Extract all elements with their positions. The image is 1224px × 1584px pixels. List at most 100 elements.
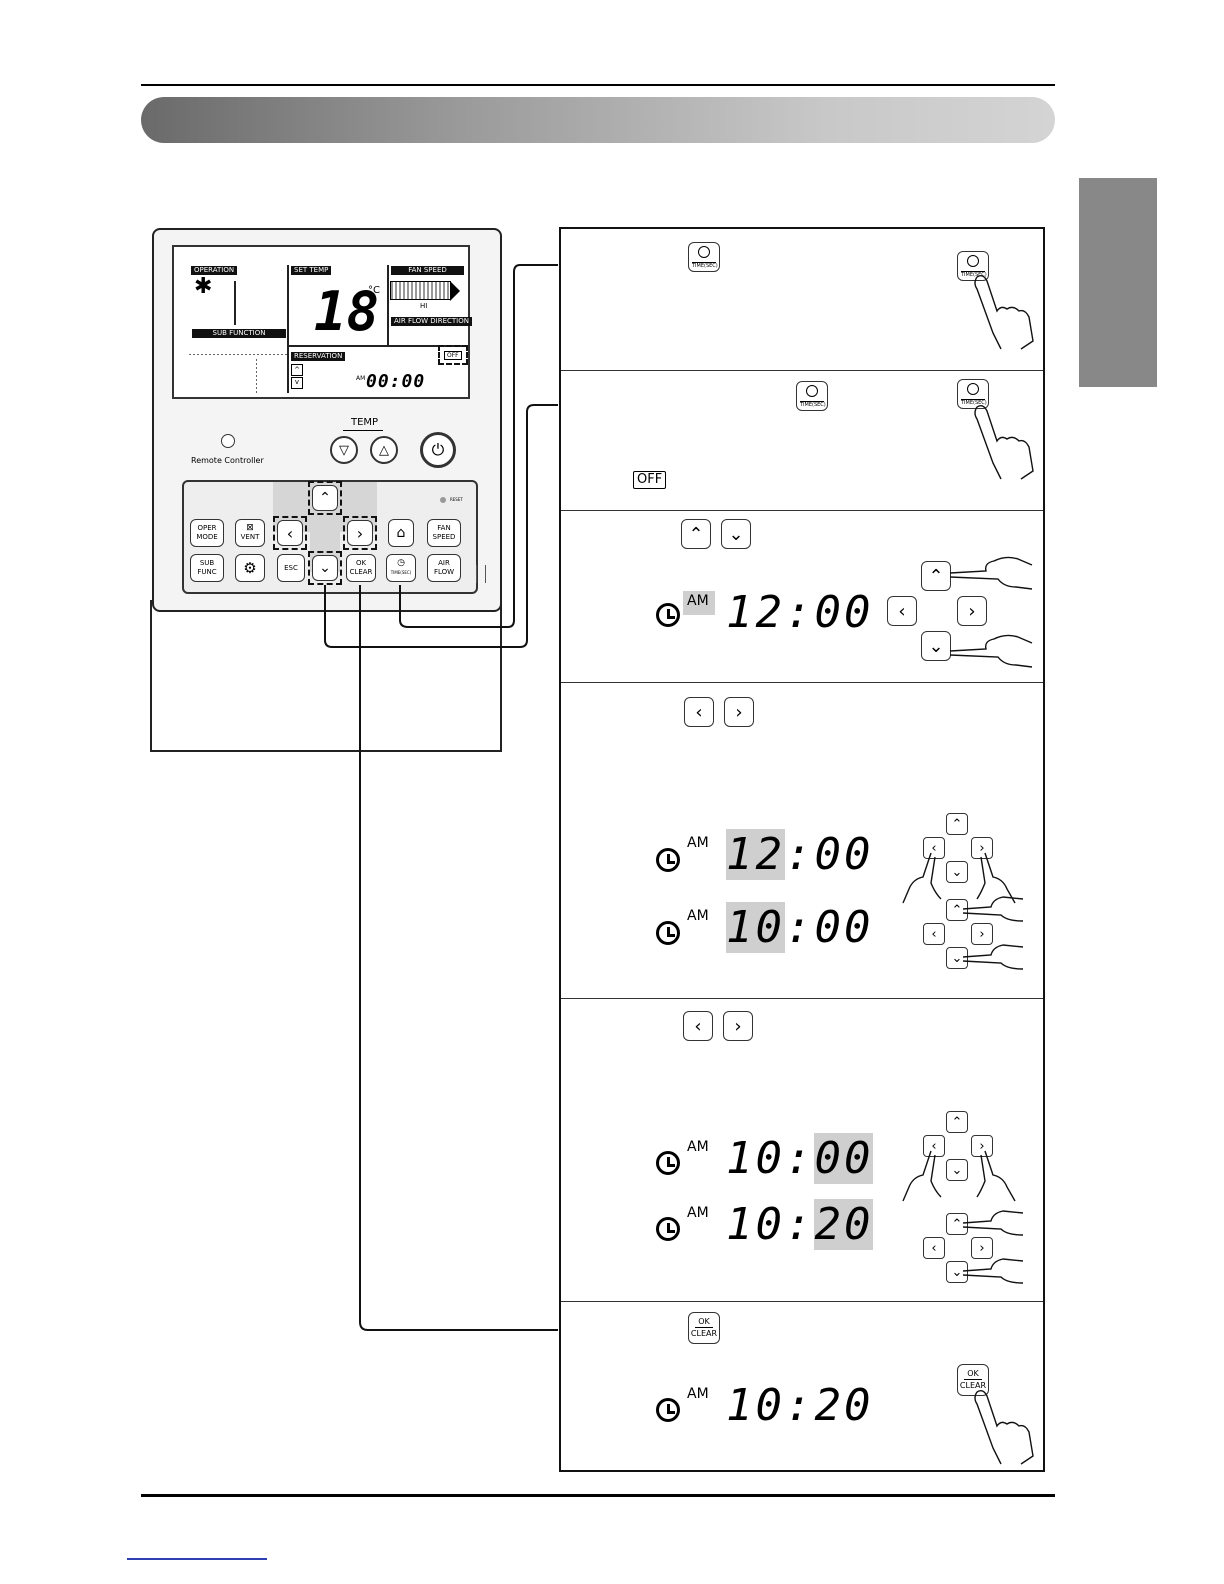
section-banner (141, 97, 1055, 143)
power-button[interactable]: ⏻ (420, 432, 456, 468)
left-arrow-icon: ‹ (931, 1138, 937, 1154)
down-arrow-icon: ⌄ (951, 1264, 963, 1280)
down-key-pressed: ⌄ (946, 1261, 968, 1283)
power-icon: ⏻ (431, 440, 445, 459)
clock-icon (656, 921, 680, 945)
up-key[interactable]: ⌃ (312, 485, 338, 511)
temp-label: TEMP (351, 417, 379, 428)
hour-highlight: 10 (726, 902, 785, 953)
fan-level: HI (420, 302, 428, 310)
left-arrow-icon: ‹ (694, 1015, 702, 1037)
off-indicator: OFF (633, 471, 667, 489)
am-indicator: AM (683, 591, 715, 615)
left-key-inline: ‹ (683, 1011, 713, 1041)
up-arrow-icon: ⌃ (951, 816, 963, 832)
down-arrow-icon: ⌄ (928, 635, 944, 657)
time-display-minute-set: 10:20 (726, 1199, 874, 1250)
time-display-hour-set: 10:00 (726, 902, 874, 953)
clock-icon (967, 383, 979, 395)
reservation-down-icon: v (291, 377, 303, 389)
top-rule (141, 84, 1055, 86)
up-arrow-icon: ⌃ (688, 523, 704, 545)
down-key-pressed: ⌄ (921, 631, 951, 661)
lcd-time: 00:00 (366, 371, 426, 392)
down-arrow-icon: ⌄ (319, 559, 331, 576)
remote-controller-label: Remote Controller (191, 456, 264, 465)
up-arrow-icon: ⌃ (951, 902, 963, 918)
remote-sensor-icon (221, 434, 235, 448)
left-key: ‹ (923, 1237, 945, 1259)
am-indicator: AM (687, 1139, 709, 1155)
fan-speed-key[interactable]: FAN SPEED (427, 519, 461, 547)
right-arrow-icon: › (979, 1240, 985, 1256)
down-arrow-icon: ⌄ (951, 1162, 963, 1178)
time-display-hour-select: 12:00 (726, 829, 874, 880)
down-key[interactable]: ⌄ (312, 555, 338, 581)
hand-press-icon (974, 1389, 1034, 1465)
right-arrow-icon: › (356, 523, 364, 543)
down-key: ⌄ (946, 861, 968, 883)
left-key: ‹ (887, 596, 917, 626)
time-display: 12:00 (726, 587, 874, 638)
temp-unit: °C (368, 285, 380, 296)
minute-highlight: 20 (814, 1199, 874, 1250)
temp-up-button[interactable]: △ (370, 436, 398, 464)
down-arrow-icon: ⌄ (951, 950, 963, 966)
side-tab-marker (1079, 178, 1157, 387)
right-key-pressed: › (971, 1135, 993, 1157)
left-arrow-icon: ‹ (931, 926, 937, 942)
up-key: ⌃ (946, 813, 968, 835)
right-key: › (957, 596, 987, 626)
oper-mode-key[interactable]: OPER MODE (190, 519, 224, 547)
hand-press-icon (902, 852, 942, 904)
am-indicator: AM (687, 908, 709, 924)
clock-icon (967, 255, 979, 267)
sub-func-key[interactable]: SUB FUNC (190, 554, 224, 582)
vent-key[interactable]: ⊠VENT (235, 519, 265, 547)
right-key-inline: › (723, 1011, 753, 1041)
off-indicator: OFF (444, 351, 462, 360)
step-3: ⌃ ⌄ AM 12:00 ⌃ ‹ › ⌄ (561, 511, 1043, 683)
temp-down-button[interactable]: ▽ (330, 436, 358, 464)
step-4: ‹ › AM 12:00 AM 10:00 ⌃ ‹ › ⌄ ⌃ ‹ › ⌄ (561, 683, 1043, 999)
minute-highlight: 00 (814, 1133, 874, 1184)
up-arrow-icon: ⌃ (951, 1114, 963, 1130)
timer-key-inline: TIME(SEC) (688, 242, 720, 272)
left-arrow-icon: ‹ (286, 523, 294, 543)
step-2: TIME(SEC) TIME(SEC) OFF (561, 371, 1043, 511)
set-temp-label: SET TEMP (291, 266, 332, 275)
hand-press-icon (902, 1150, 942, 1202)
sub-function-label: SUB FUNCTION (192, 329, 286, 338)
left-key[interactable]: ‹ (277, 520, 303, 546)
up-arrow-icon: ⌃ (319, 489, 331, 506)
hand-press-icon (962, 1210, 1024, 1236)
right-key: › (971, 1237, 993, 1259)
step-5: ‹ › AM 10:00 AM 10:20 ⌃ ‹ › ⌄ ⌃ ‹ › ⌄ (561, 999, 1043, 1302)
time-display-minute-select: 10:00 (726, 1133, 874, 1184)
clock-icon (656, 848, 680, 872)
right-key: › (971, 923, 993, 945)
right-arrow-icon: › (968, 600, 976, 622)
hand-press-icon (976, 1150, 1016, 1202)
right-key[interactable]: › (347, 520, 373, 546)
hand-press-icon (976, 852, 1016, 904)
off-indicator-highlight (438, 345, 468, 365)
reset-label: RESET (450, 497, 463, 502)
right-arrow-icon: › (979, 1138, 985, 1154)
timer-key[interactable]: ◷TIME(SEC) (386, 554, 416, 582)
esc-key[interactable]: ESC (277, 554, 305, 582)
hand-press-icon (962, 896, 1024, 922)
right-arrow-icon: › (734, 1015, 742, 1037)
up-key: ⌃ (946, 1111, 968, 1133)
thermo-key[interactable]: ⌂ (388, 519, 414, 547)
right-key-inline: › (724, 697, 754, 727)
up-arrow-icon: ⌃ (951, 1216, 963, 1232)
fan-speed-bar-icon (390, 281, 451, 300)
clock-icon (656, 1151, 680, 1175)
settings-key[interactable]: ⚙ (235, 554, 265, 582)
air-flow-key[interactable]: AIR FLOW (427, 554, 461, 582)
